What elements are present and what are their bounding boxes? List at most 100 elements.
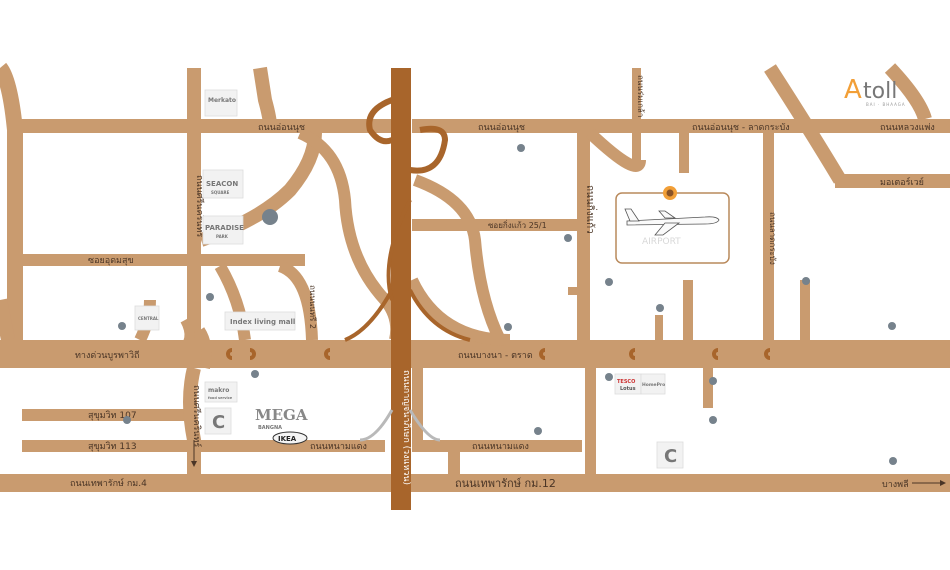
road-sukhumvit-113 <box>22 440 187 452</box>
road-stub <box>568 287 582 295</box>
road-motorway <box>835 174 950 188</box>
road-bangna-trat <box>0 340 950 368</box>
label-bang-phli: บางพลี <box>882 479 909 490</box>
interchanges <box>226 348 771 360</box>
label-on-nut-mid: ถนนอ่อนนุช <box>478 123 525 133</box>
road-sukhumvit-107 <box>22 409 187 421</box>
label-nam-daeng-left: ถนนหนามแดง <box>310 442 367 452</box>
paradise-label: PARADISE <box>205 224 244 232</box>
tesco-sub-label: Lotus <box>620 386 636 392</box>
central-label: CENTRAL <box>138 316 159 321</box>
poi-dots <box>118 144 897 465</box>
highway-loop-east <box>409 125 449 174</box>
interchange-icon <box>629 348 636 360</box>
road-index <box>214 262 251 341</box>
label-sukhumvit-113: สุขุมวิท 113 <box>88 441 137 452</box>
road-on-nut-mid <box>412 119 668 133</box>
left-edge-road <box>0 298 15 342</box>
homepro-label: HomePro <box>642 382 665 388</box>
brand-tagline: BAI · BHAAGA <box>866 102 906 107</box>
road-on-nut-left <box>15 119 395 133</box>
label-thepharak-km12: ถนนเทพารักษ์ กม.12 <box>455 477 556 490</box>
road-lat-krabang-stub <box>679 133 689 173</box>
poi-dot-icon <box>656 304 664 312</box>
brand-logo: A toll BAI · BHAAGA <box>844 75 906 107</box>
label-motorway: มอเตอร์เวย์ <box>880 176 924 188</box>
highway-loop-north <box>366 97 394 145</box>
highway-ramp-gray <box>359 409 394 442</box>
poi-dot-icon <box>709 377 717 385</box>
label-thepharak-km4: ถนนเทพารักษ์ กม.4 <box>70 477 147 489</box>
road-ne-diag <box>884 63 932 122</box>
project-label: AIRPORT <box>642 237 681 247</box>
makro-sub-label: food service <box>208 396 233 400</box>
road-nam-daeng-left <box>200 440 385 452</box>
label-soi-watkae: ซอยกิ่งแก้ว 25/1 <box>488 219 547 230</box>
airplane-icon <box>624 208 720 236</box>
road-nontree <box>277 260 318 341</box>
highway-ramp-2 <box>408 289 471 342</box>
road-romklao <box>632 68 641 163</box>
paradise-sub-label: PARK <box>216 234 229 239</box>
srinagarindra-ramp <box>176 317 195 356</box>
seacon-label: SEACON <box>206 180 238 188</box>
label-king-kaeo: ถนนกิ่งแก้ว <box>584 185 598 234</box>
road-srinagarindra-south <box>183 366 201 474</box>
project-location: AIRPORT <box>615 186 730 264</box>
interchange-icon <box>764 348 771 360</box>
merkato-label: Merkato <box>208 97 236 104</box>
ikea-label: IKEA <box>278 435 297 443</box>
direction-arrows <box>191 440 946 486</box>
road-luang-phaeng-diag <box>764 64 847 184</box>
homepro-logo <box>640 373 666 395</box>
label-lat-krabang-v: ถนนลาดกระบัง <box>768 212 777 265</box>
arrow-down-icon <box>191 440 197 467</box>
road-soi-watkae <box>412 219 577 231</box>
interchange-icon <box>539 348 546 360</box>
road-network <box>0 62 950 492</box>
big-c-logo-left <box>204 407 232 435</box>
tesco-label: TESCO <box>617 379 635 385</box>
road-latkrabang-link <box>585 128 646 172</box>
label-soi-udomsuk: ซอยอุดมสุข <box>88 256 134 266</box>
road-kingkaeo-link <box>406 277 511 346</box>
label-bangna-trat: ถนนบางนา - ตราด <box>458 351 533 361</box>
poi-dot-icon <box>123 416 131 424</box>
highway-ramp-3 <box>344 289 394 342</box>
road-hwy-side <box>412 368 423 440</box>
project-pin-center <box>666 189 674 197</box>
mega-label: MEGA <box>255 406 308 424</box>
highway-ramp-gray-2 <box>408 409 441 442</box>
poi-dot-icon <box>605 278 613 286</box>
poi-dot-icon <box>517 144 525 152</box>
brand-logo-rest: toll <box>863 79 897 104</box>
label-luang-phaeng: ถนนหลวงแพ่ง <box>880 123 935 133</box>
kanchanaphisek-highway <box>344 68 471 510</box>
big-c-label-left: C <box>212 412 225 433</box>
poi-dot-icon <box>802 277 810 285</box>
makro-label: makro <box>208 387 229 394</box>
index-label: Index living mall <box>230 318 295 326</box>
label-on-nut-left: ถนนอ่อนนุช <box>258 123 305 133</box>
road-king-kaeo-south <box>585 368 596 478</box>
road-king-kaeo <box>577 133 590 353</box>
road-stub-2 <box>448 452 460 474</box>
poi-dot-icon <box>504 323 512 331</box>
road-seacon-north <box>253 66 277 127</box>
merkato-logo <box>204 89 238 117</box>
poi-dot-icon <box>564 234 572 242</box>
poi-dot-icon <box>888 322 896 330</box>
label-romklao: ถนนร่มเกล้า <box>636 75 645 117</box>
road-soi-udomsuk <box>15 254 305 266</box>
poi-dot-icon <box>889 457 897 465</box>
seacon-logo <box>202 169 244 199</box>
paradise-park-logo <box>202 215 244 245</box>
makro-logo <box>204 381 238 403</box>
label-nontree: ถนนนนทรี 2 <box>308 285 317 329</box>
interchange-icon <box>712 348 719 360</box>
brand-logo-a: A <box>844 75 862 105</box>
poi-dot-icon <box>605 373 613 381</box>
srinagarindra-ramp-2 <box>195 327 212 370</box>
label-burapha-withi: ทางด่วนบูรพาวิถี <box>75 350 139 361</box>
